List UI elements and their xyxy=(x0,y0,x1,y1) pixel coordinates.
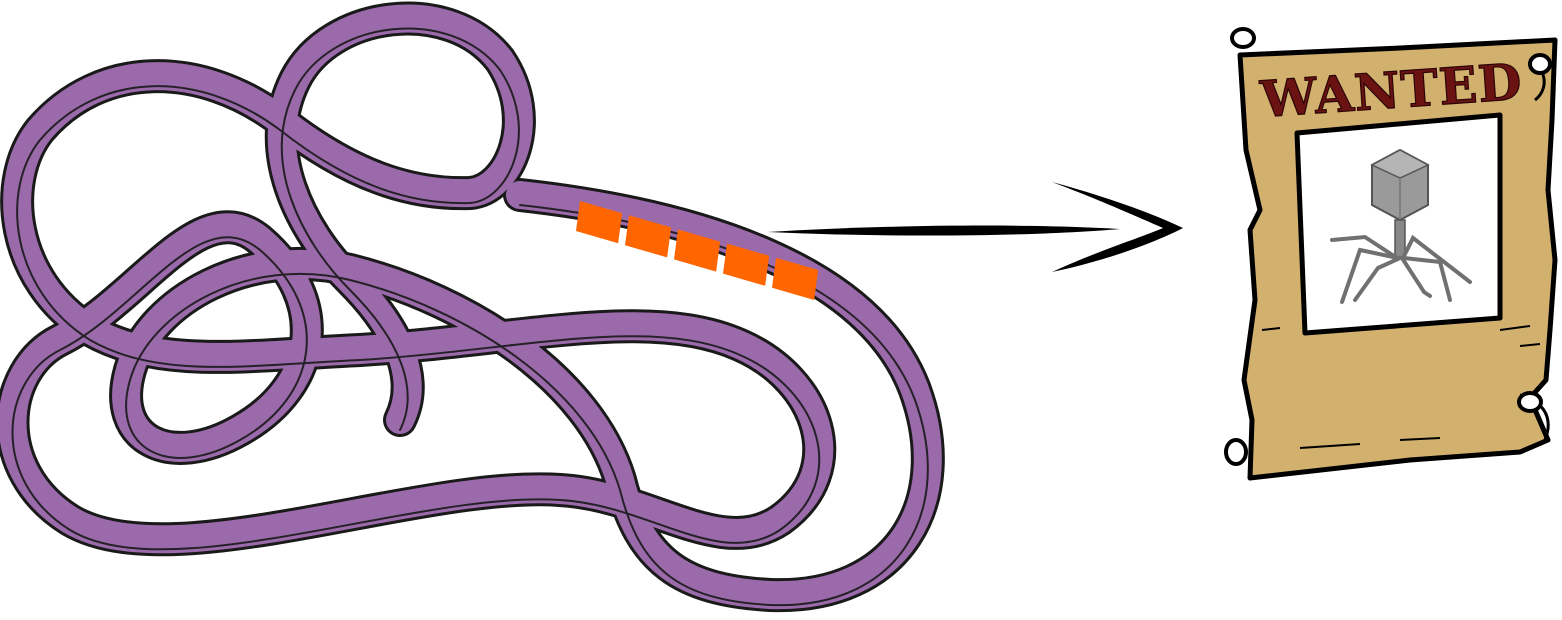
dna-ribbon-icon xyxy=(13,19,928,606)
arrow-right-icon xyxy=(768,182,1183,272)
wanted-poster-icon: WANTED xyxy=(1226,29,1555,478)
